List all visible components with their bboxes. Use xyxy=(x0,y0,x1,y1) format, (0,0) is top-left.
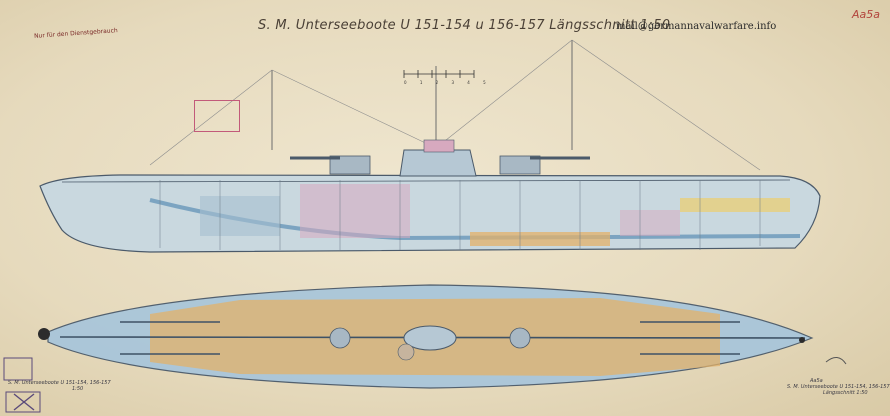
title-block-code: Aa5a xyxy=(810,378,823,384)
watermark-email: mail@germannavalwarfare.info xyxy=(616,21,777,32)
scale-bar-labels: 0 1 2 3 4 5 xyxy=(404,80,492,85)
title-block-scale: Längsschnitt 1:50 xyxy=(823,390,868,396)
drawing-title: S. M. Unterseeboote U 151-154 u 156-157 … xyxy=(258,18,671,33)
sheet-code-label: Aa5a xyxy=(852,8,881,21)
title-block-title: S. M. Unterseeboote U 151-154, 156-157 xyxy=(787,384,890,390)
stamp-box xyxy=(194,100,240,132)
left-title-block-scale: 1:50 xyxy=(72,386,84,392)
left-title-block-title: S. M. Unterseeboote U 151-154, 156-157 xyxy=(8,380,111,386)
